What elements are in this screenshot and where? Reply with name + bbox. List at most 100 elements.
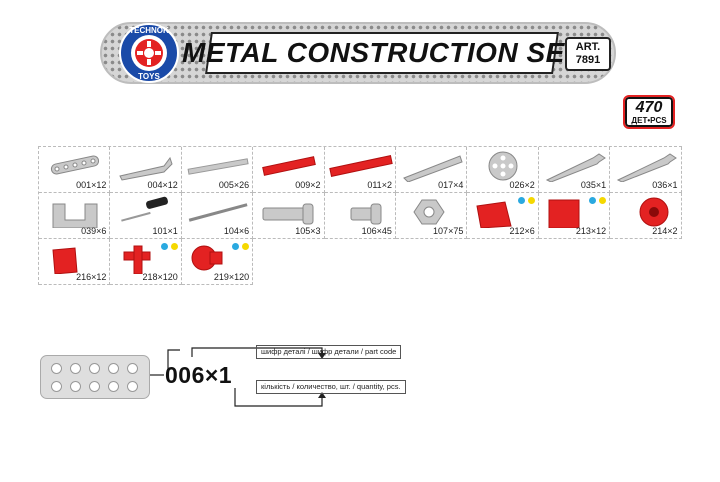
red-block-icon: [476, 201, 512, 228]
piece-count-badge: 470 ДЕТ•PCS: [623, 95, 675, 129]
part-label: 216×12: [76, 272, 107, 282]
red-short-strip-icon: [262, 156, 317, 176]
long-strip-icon: [187, 158, 249, 175]
article-label: ART.: [575, 41, 601, 53]
plate-hole: [127, 381, 138, 392]
piece-count-unit: ДЕТ•PCS: [631, 115, 667, 125]
yellow-color-dot-icon: [242, 243, 250, 250]
red-long-strip-icon: [328, 155, 393, 177]
part-cell: 218×120: [110, 239, 182, 285]
grid-empty-cell: [610, 239, 681, 285]
axle-rod-icon: [188, 203, 248, 222]
legend-plate-icon: [40, 355, 150, 399]
red-perforated-plate-icon: [548, 199, 580, 228]
long-bolt-icon: [262, 203, 314, 225]
part-label: 001×12: [76, 180, 107, 190]
red-peg-icon: [123, 245, 151, 274]
plate-hole: [51, 381, 62, 392]
u-bracket-icon: [52, 203, 98, 228]
red-wheel-icon: [639, 197, 669, 227]
plate-hole: [89, 363, 100, 374]
part-label: 035×1: [580, 180, 607, 190]
color-options: [160, 243, 178, 250]
grid-empty-cell: [325, 239, 396, 285]
title-box: METAL CONSTRUCTION SET: [182, 32, 582, 74]
wrench-icon: [616, 153, 678, 182]
part-label: 212×6: [509, 226, 535, 236]
part-cell: 213×12: [538, 193, 611, 239]
part-cell: 219×120: [181, 239, 254, 285]
part-label: 011×2: [367, 180, 392, 190]
part-label: 106×45: [361, 226, 392, 236]
piece-count: 470: [635, 98, 663, 116]
plate-hole: [51, 363, 62, 374]
part-cell: 106×45: [324, 193, 396, 239]
part-cell: 017×4: [395, 147, 468, 193]
logo-bottom-text: TOYS: [138, 72, 160, 81]
part-label: 213×12: [575, 226, 607, 236]
grid-empty-cell: [396, 239, 467, 285]
color-options: [232, 243, 250, 250]
angled-girder-icon: [403, 155, 463, 182]
grid-empty-cell: [467, 239, 538, 285]
technok-logo: TECHNOK TOYS: [119, 23, 179, 83]
part-cell: 005×26: [181, 147, 254, 193]
short-bolt-icon: [350, 203, 382, 225]
grid-empty-cell: [539, 239, 610, 285]
legend-example-code: 006×1: [165, 362, 233, 388]
part-cell: 105×3: [253, 193, 325, 239]
yellow-color-dot-icon: [599, 197, 607, 204]
part-label: 107×75: [433, 226, 464, 236]
part-label: 104×6: [223, 226, 250, 236]
product-title: METAL CONSTRUCTION SET: [181, 37, 583, 68]
part-label: 009×2: [295, 180, 321, 190]
part-label: 214×2: [652, 226, 678, 236]
part-cell: 212×6: [467, 193, 539, 239]
article-box: ART. 7891: [565, 37, 611, 71]
hex-nut-icon: [413, 199, 445, 225]
part-label: 036×1: [652, 180, 678, 190]
part-label: 004×12: [147, 180, 178, 190]
yellow-color-dot-icon: [527, 197, 535, 204]
article-number: 7891: [575, 54, 601, 66]
flat-strip-icon: [50, 155, 100, 175]
screwdriver-icon: [121, 196, 169, 222]
part-label: 105×3: [295, 226, 321, 236]
part-cell: 104×6: [181, 193, 254, 239]
header-banner: TECHNOK TOYS METAL CONSTRUCTION SET ART.…: [100, 14, 616, 94]
part-cell: 011×2: [324, 147, 396, 193]
red-cap-icon: [52, 247, 78, 274]
color-options: [517, 197, 535, 204]
plate-hole: [127, 363, 138, 374]
plate-hole: [108, 363, 119, 374]
plate-hole: [89, 381, 100, 392]
part-cell: 101×1: [110, 193, 182, 239]
part-label: 101×1: [152, 226, 178, 236]
color-options: [589, 197, 607, 204]
logo-top-text: TECHNOK: [129, 26, 169, 35]
part-label: 026×2: [509, 180, 535, 190]
red-connector-icon: [191, 245, 223, 271]
wrench-icon: [545, 153, 606, 182]
plate-hole: [70, 381, 81, 392]
part-cell: 036×1: [610, 147, 682, 193]
disc-icon: [488, 151, 518, 181]
blue-color-dot-icon: [589, 197, 597, 204]
part-label: 219×120: [213, 272, 250, 282]
part-cell: 214×2: [610, 193, 682, 239]
plate-hole: [70, 363, 81, 374]
part-cell: 004×12: [110, 147, 182, 193]
blue-color-dot-icon: [232, 243, 240, 250]
part-cell: 039×6: [39, 193, 111, 239]
legend-quantity-label: кількість / количество, шт. / quantity, …: [256, 380, 406, 394]
part-label: 039×6: [81, 226, 107, 236]
plate-hole: [108, 381, 119, 392]
grid-empty-cell: [253, 239, 324, 285]
part-cell: 009×2: [253, 147, 325, 193]
angle-bracket-icon: [119, 156, 173, 181]
part-cell: 001×12: [39, 147, 111, 193]
legend-part-code-label: шифр деталі / шифр детали / part code: [256, 345, 402, 359]
blue-color-dot-icon: [517, 197, 525, 204]
yellow-color-dot-icon: [170, 243, 178, 250]
